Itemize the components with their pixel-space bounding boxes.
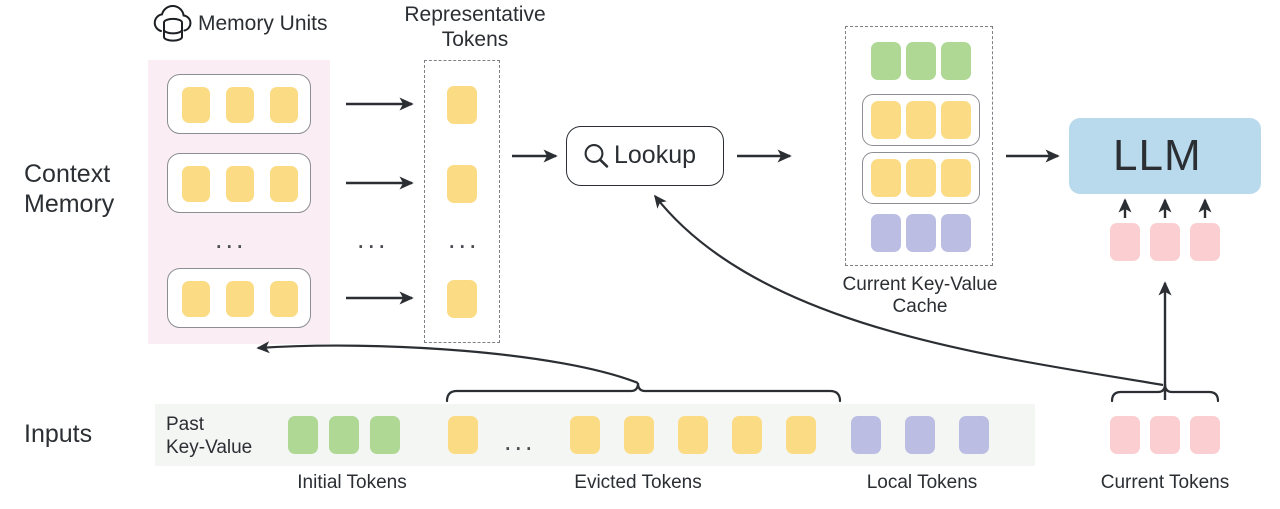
- memory-token: [182, 281, 210, 317]
- llm-node[interactable]: LLM: [1069, 118, 1261, 194]
- representative-token: [447, 280, 477, 318]
- initial-tokens-caption: Initial Tokens: [297, 472, 407, 493]
- input-token-initial: [288, 416, 318, 454]
- evicted-tokens-brace: [445, 382, 842, 403]
- arrow-current-to-lookup: [653, 194, 1164, 387]
- representative-tokens-ellipsis: ...: [448, 224, 480, 254]
- llm-label: LLM: [1113, 131, 1202, 180]
- memory-token: [270, 281, 298, 317]
- input-token-initial: [370, 416, 400, 454]
- context-memory-label: Context Memory: [24, 160, 115, 218]
- kv-cache-token: [941, 101, 971, 139]
- input-token-evicted: [570, 416, 600, 454]
- kv-cache-token: [906, 101, 936, 139]
- input-token-initial: [329, 416, 359, 454]
- memory-token: [270, 166, 298, 202]
- kv-cache-token: [941, 42, 971, 80]
- llm-input-token: [1150, 223, 1180, 261]
- local-tokens-caption: Local Tokens: [866, 472, 978, 493]
- memory-units-heading: Memory Units: [198, 12, 328, 35]
- input-token-current: [1150, 416, 1180, 454]
- input-token-current: [1190, 416, 1220, 454]
- kv-cache-token: [906, 159, 936, 197]
- kv-cache-token: [941, 214, 971, 252]
- memory-token: [270, 87, 298, 123]
- memory-token: [226, 87, 254, 123]
- summarize-arrows-ellipsis: ...: [357, 224, 389, 254]
- cloud-database-icon: [152, 4, 196, 48]
- input-token-evicted: [624, 416, 654, 454]
- memory-token: [182, 87, 210, 123]
- kv-cache-caption: Current Key-Value Cache: [842, 274, 998, 318]
- kv-cache-token: [941, 159, 971, 197]
- current-tokens-brace: [1110, 383, 1220, 403]
- current-tokens-caption: Current Tokens: [1100, 472, 1230, 493]
- input-token-local: [905, 416, 935, 454]
- llm-input-token: [1190, 223, 1220, 261]
- memory-unit[interactable]: [167, 153, 311, 213]
- input-token-evicted: [732, 416, 762, 454]
- kv-cache-token: [906, 214, 936, 252]
- past-key-value-label: Past Key-Value: [166, 414, 253, 459]
- input-sequence-ellipsis: ...: [504, 426, 536, 456]
- kv-cache-token: [871, 101, 901, 139]
- memory-token: [182, 166, 210, 202]
- input-token-local: [851, 416, 881, 454]
- representative-tokens-heading: Representative Tokens: [404, 3, 546, 51]
- llm-input-token: [1110, 223, 1140, 261]
- lookup-label: Lookup: [614, 141, 697, 169]
- kv-cache-token: [871, 214, 901, 252]
- input-token-current: [1110, 416, 1140, 454]
- representative-tokens-box: [424, 60, 500, 343]
- kv-cache-token: [871, 159, 901, 197]
- evicted-tokens-caption: Evicted Tokens: [574, 472, 702, 493]
- memory-units-ellipsis: ...: [215, 224, 247, 254]
- representative-token: [447, 165, 477, 203]
- memory-token: [226, 281, 254, 317]
- input-token-evicted: [678, 416, 708, 454]
- input-token-evicted: [448, 416, 478, 454]
- kv-cache-token: [906, 42, 936, 80]
- input-token-local: [959, 416, 989, 454]
- input-token-evicted: [786, 416, 816, 454]
- memory-token: [226, 166, 254, 202]
- kv-cache-token: [871, 42, 901, 80]
- memory-unit[interactable]: [167, 268, 311, 328]
- memory-unit[interactable]: [167, 74, 311, 134]
- inputs-label: Inputs: [24, 420, 93, 448]
- representative-token: [447, 86, 477, 124]
- arrow-evicted-to-context-memory: [256, 341, 639, 385]
- kv-cache-box: [845, 26, 993, 266]
- search-icon: [581, 141, 611, 171]
- lookup-node[interactable]: Lookup: [566, 126, 724, 186]
